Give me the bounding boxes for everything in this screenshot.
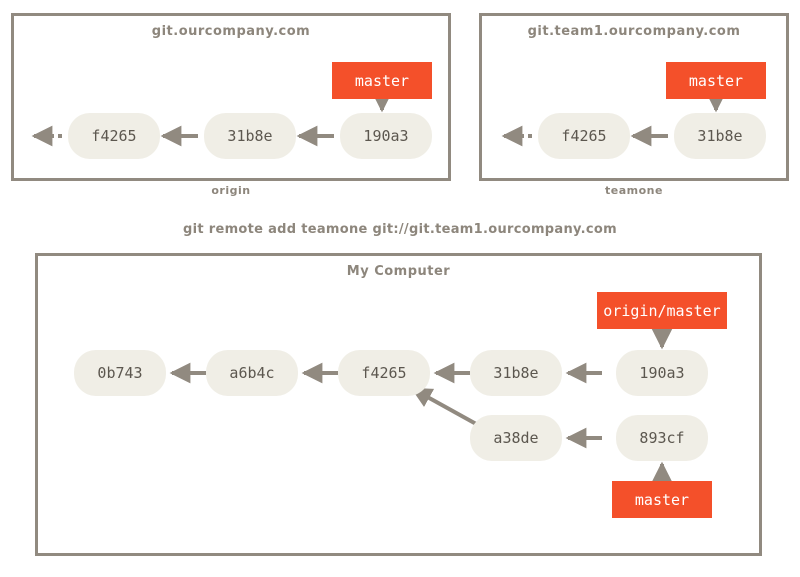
commit-node[interactable]: a6b4c <box>206 350 298 396</box>
commit-node[interactable]: 31b8e <box>674 113 766 159</box>
commit-hash: f4265 <box>361 364 407 382</box>
ref-label-master[interactable]: master <box>332 62 432 99</box>
repo-caption-teamone: teamone <box>605 184 663 197</box>
commit-hash: 190a3 <box>363 127 409 145</box>
ref-label-master[interactable]: master <box>666 62 766 99</box>
repo-box-origin: git.ourcompany.com <box>11 13 451 181</box>
commit-node[interactable]: f4265 <box>68 113 160 159</box>
command-caption: git remote add teamone git://git.team1.o… <box>183 222 617 237</box>
repo-box-teamone: git.team1.ourcompany.com <box>479 13 789 181</box>
repo-title-origin: git.ourcompany.com <box>151 24 311 39</box>
ref-label-master[interactable]: master <box>612 481 712 518</box>
commit-hash: 893cf <box>639 429 685 447</box>
commit-node[interactable]: 190a3 <box>616 350 708 396</box>
ref-label-text: master <box>354 71 410 90</box>
ref-label-text: origin/master <box>603 301 721 320</box>
commit-node[interactable]: f4265 <box>538 113 630 159</box>
repo-caption-origin: origin <box>211 184 251 197</box>
commit-hash: 190a3 <box>639 364 685 382</box>
commit-hash: f4265 <box>91 127 137 145</box>
commit-hash: a38de <box>493 429 539 447</box>
repo-box-local: My Computer <box>35 253 762 556</box>
commit-hash: f4265 <box>561 127 607 145</box>
repo-title-teamone: git.team1.ourcompany.com <box>527 24 741 39</box>
commit-node[interactable]: 31b8e <box>204 113 296 159</box>
commit-node[interactable]: 893cf <box>616 415 708 461</box>
commit-hash: 0b743 <box>97 364 143 382</box>
commit-node[interactable]: f4265 <box>338 350 430 396</box>
ref-label-origin-master[interactable]: origin/master <box>597 292 727 329</box>
commit-node[interactable]: 31b8e <box>470 350 562 396</box>
commit-node[interactable]: 0b743 <box>74 350 166 396</box>
commit-node[interactable]: a38de <box>470 415 562 461</box>
commit-hash: 31b8e <box>697 127 743 145</box>
commit-hash: 31b8e <box>493 364 539 382</box>
commit-hash: a6b4c <box>229 364 275 382</box>
commit-hash: 31b8e <box>227 127 273 145</box>
repo-title-local: My Computer <box>346 264 451 279</box>
ref-label-text: master <box>688 71 744 90</box>
ref-label-text: master <box>634 490 690 509</box>
commit-node[interactable]: 190a3 <box>340 113 432 159</box>
